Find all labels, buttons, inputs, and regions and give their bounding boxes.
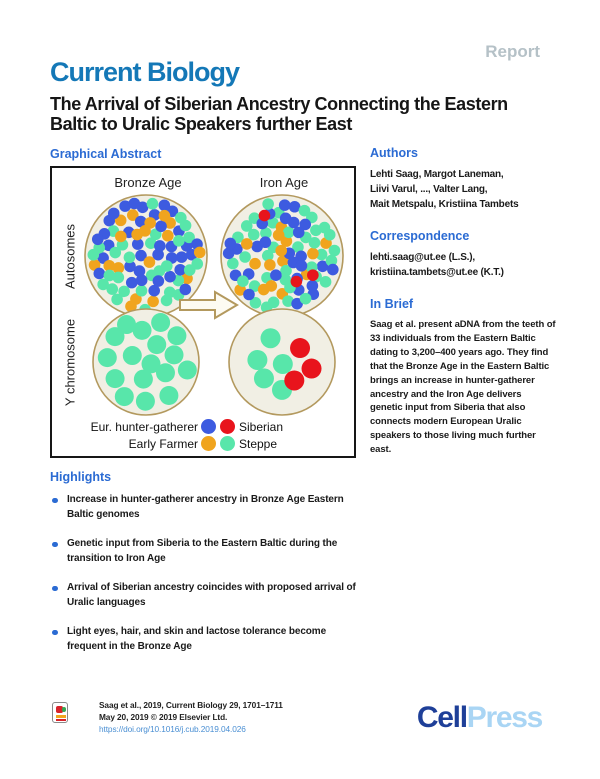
author-line: Lehti Saag, Margot Laneman, — [370, 169, 504, 180]
report-type-label: Report — [485, 42, 540, 61]
doi-link[interactable]: https://doi.org/10.1016/j.cub.2019.04.02… — [99, 723, 246, 734]
legend-label: Steppe — [239, 436, 278, 451]
correspondence-email: lehti.saag@ut.ee (L.S.), — [370, 252, 475, 263]
highlight-text: Arrival of Siberian ancestry coincides w… — [67, 582, 356, 608]
highlight-text: Increase in hunter-gatherer ancestry in … — [67, 494, 344, 520]
bullet-icon — [52, 629, 58, 635]
figure-legend: Eur. hunter-gatherer Siberian Early Farm… — [74, 419, 283, 451]
bullet-icon — [52, 541, 58, 547]
journal-logo: Current Biology — [50, 57, 240, 87]
steppe-dot — [220, 436, 235, 451]
highlight-item: Genetic input from Siberia to the Easter… — [50, 537, 358, 566]
authors-heading: Authors — [370, 146, 418, 160]
ancestry-circles-chart — [84, 194, 344, 416]
legend-label: Eur. hunter-gatherer — [90, 419, 198, 434]
cellpress-logo: CellPress — [416, 701, 543, 734]
bullet-icon — [52, 497, 58, 503]
early-farmer-dot — [201, 436, 216, 451]
highlight-text: Genetic input from Siberia to the Easter… — [67, 538, 338, 564]
bronze-age-label: Bronze Age — [114, 175, 182, 190]
author-line: Mait Metspalu, Kristiina Tambets — [370, 199, 519, 210]
graphical-abstract-heading: Graphical Abstract — [50, 147, 162, 161]
siberian-dot — [220, 419, 235, 434]
highlight-text: Light eyes, hair, and skin and lactose t… — [67, 626, 327, 652]
citation-line: May 20, 2019 © 2019 Elsevier Ltd. — [99, 711, 228, 722]
paper-title: The Arrival of Siberian Ancestry Connect… — [50, 94, 508, 134]
arrow-icon — [179, 290, 239, 320]
citation-line: Saag et al., 2019, Current Biology 29, 1… — [99, 700, 283, 710]
legend-label: Siberian — [239, 419, 284, 434]
hunter-gatherer-dot — [201, 419, 216, 434]
in-brief-heading: In Brief — [370, 297, 414, 311]
right-column: Authors Lehti Saag, Margot Laneman, Liiv… — [370, 146, 556, 457]
iron-age-label: Iron Age — [259, 175, 309, 190]
bullet-icon — [52, 585, 58, 591]
correspondence-heading: Correspondence — [370, 229, 470, 243]
highlight-item: Arrival of Siberian ancestry coincides w… — [50, 581, 358, 610]
graphical-abstract-figure: Bronze Age Iron Age Autosomes Y chromoso… — [50, 166, 356, 458]
highlights-heading: Highlights — [50, 470, 112, 484]
citation-badge-icon — [52, 702, 68, 723]
author-line: Liivi Varul, ..., Valter Lang, — [370, 184, 488, 195]
citation-block: Saag et al., 2019, Current Biology 29, 1… — [99, 700, 283, 735]
correspondence-email: kristiina.tambets@ut.ee (K.T.) — [370, 267, 504, 278]
highlights-section: Highlights Increase in hunter-gatherer a… — [50, 470, 358, 669]
legend-label: Early Farmer — [128, 436, 198, 451]
in-brief-text: Saag et al. present aDNA from the teeth … — [370, 319, 556, 456]
highlight-item: Light eyes, hair, and skin and lactose t… — [50, 625, 358, 654]
highlight-item: Increase in hunter-gatherer ancestry in … — [50, 493, 358, 522]
